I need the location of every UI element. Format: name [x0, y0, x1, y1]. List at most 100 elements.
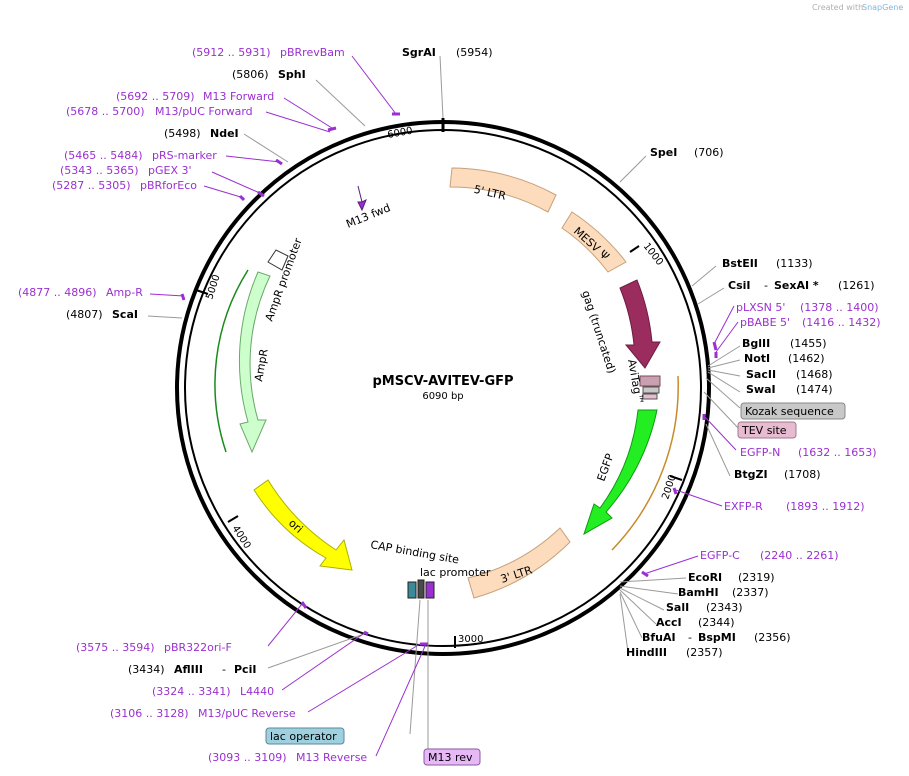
kozak-mark[interactable] [642, 386, 660, 394]
gag-feature[interactable] [619, 279, 661, 369]
avitag-feature[interactable] [639, 375, 661, 387]
m13rev-mark[interactable] [425, 581, 435, 599]
ecori-leader [619, 577, 687, 583]
egfpn-name: EGFP-N [740, 446, 780, 459]
plxsn5-leader [713, 305, 735, 345]
labels-right: SpeI (706) BstEII (1133) CsiI - SexAI * … [626, 146, 881, 659]
swai-pos: (1474) [796, 383, 833, 396]
credit: Created with SnapGene [812, 3, 903, 12]
m13-reverse-range: (3093 .. 3109) [208, 751, 287, 764]
bfuai-pos: (2356) [754, 631, 791, 644]
m13puc-rev-range: (3106 .. 3128) [110, 707, 189, 720]
tick-6000: 6000 [387, 126, 414, 141]
tev-box-label: TEV site [741, 424, 787, 437]
m13rev-box-label: M13 rev [428, 751, 473, 764]
pcii-name: PciI [234, 663, 256, 676]
l4440-range: (3324 .. 3341) [152, 685, 231, 698]
ndei-name: NdeI [210, 127, 239, 140]
tick-2000-mark [669, 475, 683, 481]
swai-name: SwaI [746, 383, 776, 396]
egfp-feature[interactable] [583, 409, 658, 536]
csii-dash: - [764, 279, 768, 292]
acci-name: AccI [656, 616, 682, 629]
ltr3-feature[interactable] [467, 527, 571, 599]
afliii-pos: (3434) [128, 663, 165, 676]
kozak-box-bg [740, 402, 846, 420]
m13puc-rev-name: M13/pUC Reverse [198, 707, 296, 720]
ecori-pos: (2319) [738, 571, 775, 584]
pbabe-range: (1416 .. 1432) [802, 316, 881, 329]
pbrforeco-name: pBRforEco [140, 179, 197, 192]
pbabe5-leader [715, 321, 739, 353]
ampr-primer-leader [149, 293, 185, 297]
primer-ticks [180, 112, 718, 646]
egfp-label: EGFP [595, 452, 617, 484]
ampr-promoter-feature[interactable] [267, 249, 289, 271]
sali-pos: (2343) [706, 601, 743, 614]
leader-lines [147, 55, 741, 752]
egfpc-name: EGFP-C [700, 549, 740, 562]
plasmid-title: pMSCV-AVITEV-GFP 6090 bp [372, 374, 513, 402]
sgrai-leader [439, 55, 444, 119]
labels-bottom: (3575 .. 3594) pBR322ori-F (3434) AflIII… [76, 641, 481, 766]
ampr-promoter-label: AmpR promoter [263, 236, 305, 323]
lac-operator-box-bg [265, 727, 345, 745]
prs-range: (5465 .. 5484) [64, 149, 143, 162]
btgzi-name: BtgZI [734, 468, 768, 481]
bglii-pos: (1455) [790, 337, 827, 350]
snapgene-logo: SnapGene [862, 3, 903, 12]
bglii-name: BglII [742, 337, 770, 350]
mesv-psi-feature[interactable] [561, 211, 627, 273]
ori-feature[interactable] [253, 479, 353, 571]
lac-promoter-label: lac promoter [420, 566, 491, 579]
sgrai-name: SgrAI [402, 46, 436, 59]
lacop-leader [409, 599, 421, 735]
bsteii-leader [691, 265, 717, 287]
kozak-box[interactable]: Kozak sequence [740, 402, 846, 420]
gag-label: gag (truncated) [579, 289, 618, 375]
lac-operator-mark[interactable] [407, 581, 417, 599]
btgzi-leader [705, 423, 731, 477]
swai-leader [707, 371, 741, 393]
egfpc-leader [643, 555, 699, 575]
afliii-leader [267, 633, 365, 669]
ndei-pos: (5498) [164, 127, 201, 140]
exfpr-leader [675, 489, 723, 507]
ltr5-feature[interactable] [449, 167, 557, 213]
plxsn-range: (1378 .. 1400) [800, 301, 879, 314]
credit-prefix: Created with [812, 3, 863, 12]
primer-leaders [149, 55, 739, 757]
pbabe-name: pBABE 5' [740, 316, 790, 329]
egfpc-tick [641, 570, 649, 578]
bamhi-pos: (2337) [732, 586, 769, 599]
ampr-label: AmpR [252, 348, 271, 383]
lac-operator-box[interactable]: lac operator [265, 727, 345, 745]
cap-site-mark[interactable] [417, 579, 425, 599]
plasmid-size: 6090 bp [422, 391, 463, 402]
ampr-feature[interactable] [238, 271, 271, 454]
m13fwd-range: (5692 .. 5709) [116, 90, 195, 103]
m13fwd-label: M13 fwd [344, 201, 392, 231]
noti-name: NotI [744, 352, 770, 365]
m13fwd-feature[interactable] [357, 185, 367, 212]
sphi-leader [315, 79, 366, 127]
sacii-pos: (1468) [796, 368, 833, 381]
bspmi-name: BspMI [698, 631, 736, 644]
m13fwd-name: M13 Forward [203, 90, 274, 103]
m13rev-box[interactable]: M13 rev [423, 748, 481, 766]
pbrrevbam-leader [351, 55, 397, 115]
tev-mark[interactable] [642, 393, 658, 400]
spei-pos: (706) [694, 146, 724, 159]
tev-box[interactable]: TEV site [737, 421, 797, 439]
tick-1000-mark [629, 245, 640, 253]
tick-4000-mark [227, 515, 239, 523]
pbrforeco-leader [203, 185, 245, 199]
sexai-name: SexAI * [774, 279, 819, 292]
m13-forward-leader [283, 97, 333, 129]
sacii-leader [707, 369, 741, 377]
kozak-leader [705, 377, 741, 409]
spei-leader [619, 155, 647, 183]
ampr-strand [214, 269, 249, 453]
ticks: 1000 2000 3000 4000 5000 6000 [195, 126, 683, 648]
